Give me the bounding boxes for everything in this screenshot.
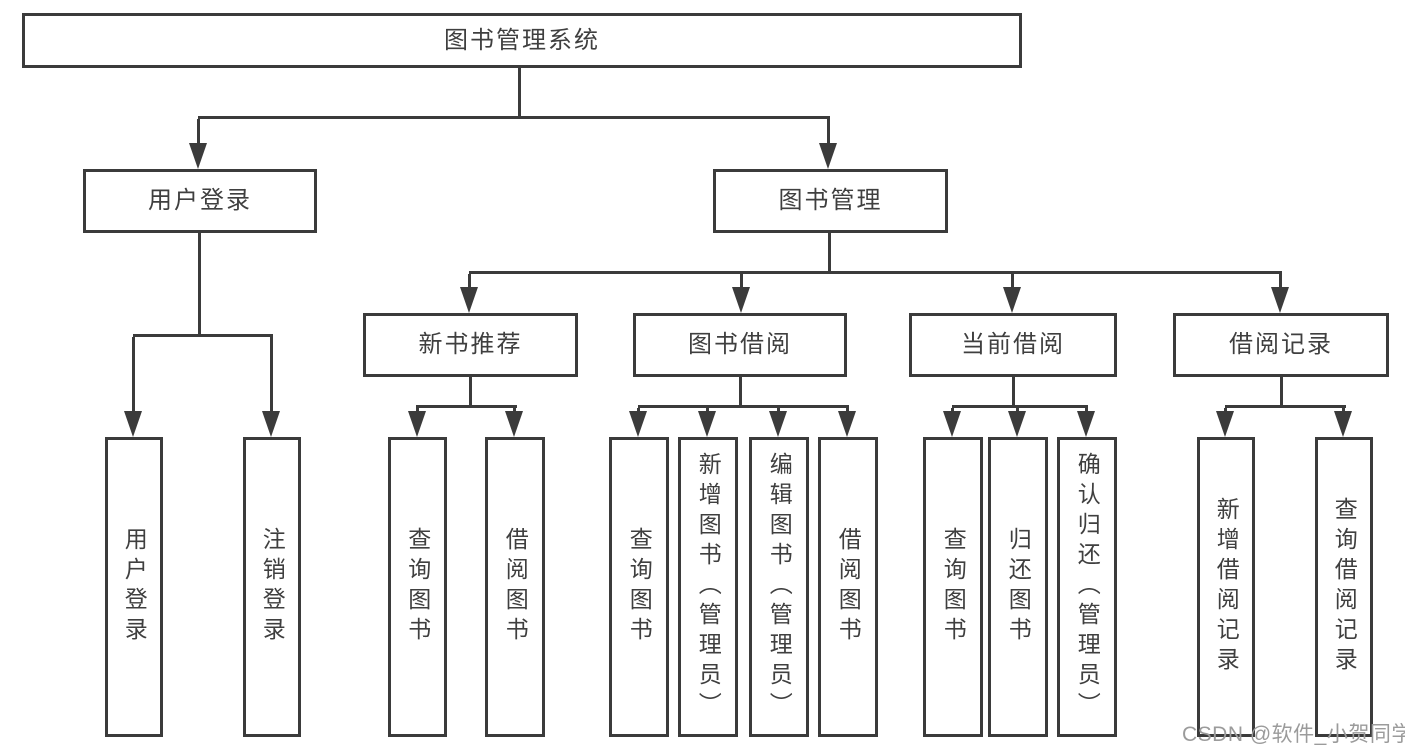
connector-root-stem [518,66,521,119]
connector-current-borrowing-stem [1012,375,1015,408]
arrow-to-leaf-confirm-return [1077,408,1096,437]
connector-book-management-stem [828,231,831,274]
node-new-book-recommend-label: 新书推荐 [418,331,523,358]
connector-user-login-stem [198,231,201,337]
leaf-add-books-admin: 新增图书（管理员） [678,437,738,737]
leaf-borrow-books-newrec: 借阅图书 [485,437,545,737]
leaf-confirm-return-admin: 确认归还（管理员） [1057,437,1117,737]
leaf-add-books-admin-label: 新增图书（管理员） [695,452,722,722]
leaf-edit-books-admin-label: 编辑图书（管理员） [766,452,793,722]
node-borrow-records: 借阅记录 [1173,313,1389,377]
leaf-return-books: 归还图书 [988,437,1048,737]
leaf-borrow-books-borrow: 借阅图书 [818,437,878,737]
node-book-management-label: 图书管理 [778,187,883,214]
arrow-to-user-login [189,119,208,169]
node-root: 图书管理系统 [22,13,1022,68]
leaf-query-books-newrec: 查询图书 [388,437,447,737]
arrow-to-leaf-query-books-current [943,408,962,437]
arrow-to-borrow-records [1271,274,1290,313]
leaf-user-login-label: 用户登录 [121,527,148,647]
leaf-edit-books-admin: 编辑图书（管理员） [749,437,809,737]
leaf-logout-login-label: 注销登录 [259,527,286,647]
arrow-to-leaf-borrow-books-newrec [505,408,524,437]
arrow-to-leaf-query-books-borrow [629,408,648,437]
node-user-login-label: 用户登录 [148,187,252,214]
leaf-confirm-return-admin-label: 确认归还（管理员） [1074,452,1101,722]
leaf-query-books-current-label: 查询图书 [940,527,967,647]
leaf-logout-login: 注销登录 [243,437,301,737]
node-book-borrowing: 图书借阅 [633,313,847,377]
node-user-login: 用户登录 [83,169,317,233]
leaf-return-books-label: 归还图书 [1005,527,1032,647]
node-borrow-records-label: 借阅记录 [1229,331,1333,358]
node-book-borrowing-label: 图书借阅 [688,331,792,358]
connector-user-login-hbar [133,334,273,337]
node-current-borrowing: 当前借阅 [909,313,1117,377]
leaf-borrow-books-newrec-label: 借阅图书 [502,527,529,647]
connector-borrow-records-stem [1280,375,1283,408]
arrow-to-current-borrowing [1003,274,1022,313]
arrow-to-new-book-recommend [460,274,479,313]
connector-level1-hbar [198,116,830,119]
arrow-to-leaf-query-borrow-record [1334,408,1353,437]
connector-new-book-hbar [416,405,517,408]
leaf-add-borrow-record-label: 新增借阅记录 [1213,497,1240,677]
leaf-add-borrow-record: 新增借阅记录 [1197,437,1255,737]
arrow-to-leaf-query-books-newrec [408,408,427,437]
connector-borrow-records-hbar [1225,405,1346,408]
leaf-query-books-current: 查询图书 [923,437,983,737]
arrow-to-leaf-user-login [124,337,143,437]
arrow-to-leaf-add-borrow-record [1216,408,1235,437]
node-current-borrowing-label: 当前借阅 [961,331,1065,358]
connector-current-borrowing-hbar [952,405,1088,408]
arrow-to-leaf-return-books [1008,408,1027,437]
arrow-to-leaf-borrow-books-borrow [838,408,857,437]
arrow-to-leaf-logout [262,337,281,437]
connector-level2-hbar [469,271,1282,274]
csdn-watermark: CSDN @软件_小贺同学 [1182,723,1405,746]
node-root-label: 图书管理系统 [444,26,600,54]
connector-book-borrowing-stem [739,375,742,408]
arrow-to-leaf-add-books [698,408,717,437]
leaf-user-login: 用户登录 [105,437,163,737]
arrow-to-book-borrowing [732,274,751,313]
arrow-to-leaf-edit-books [769,408,788,437]
leaf-query-borrow-record-label: 查询借阅记录 [1331,497,1358,677]
node-new-book-recommend: 新书推荐 [363,313,578,377]
leaf-query-books-borrow: 查询图书 [609,437,669,737]
connector-new-book-stem [469,375,472,408]
connector-book-borrowing-hbar [638,405,849,408]
leaf-borrow-books-borrow-label: 借阅图书 [835,527,862,647]
leaf-query-borrow-record: 查询借阅记录 [1315,437,1373,737]
leaf-query-books-newrec-label: 查询图书 [404,527,431,647]
node-book-management: 图书管理 [713,169,948,233]
leaf-query-books-borrow-label: 查询图书 [626,527,653,647]
arrow-to-book-management [819,119,838,169]
